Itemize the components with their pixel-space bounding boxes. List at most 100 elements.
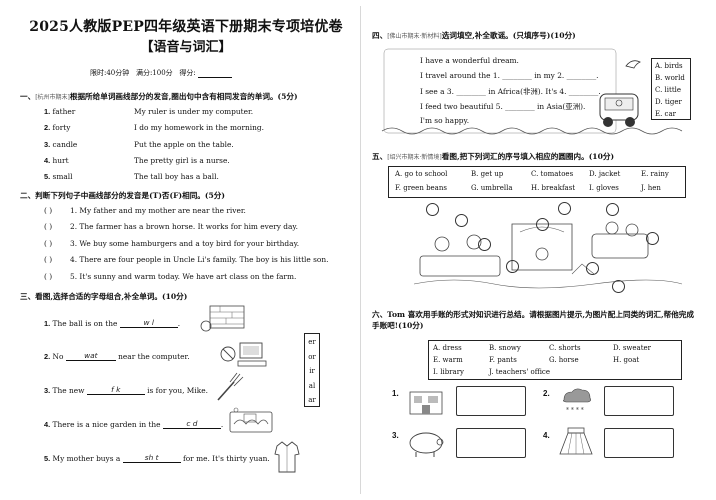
answer-circle[interactable]: [536, 218, 549, 231]
word-options-box: A. birds B. world C. little D. tiger E. …: [651, 58, 691, 120]
option: G. horse: [549, 356, 579, 364]
sec3-heading: 三、看图,选择合适的字母组合,补全单词。(10分): [20, 292, 188, 301]
car-icon: [596, 86, 642, 130]
sec4-heading: 四、[佛山市期末·新材料]选词填空,补全歌谣。(只填序号)(10分): [372, 31, 576, 40]
sec1-sentence[interactable]: Put the apple on the table.: [134, 140, 234, 149]
fill-blank[interactable]: c d: [162, 419, 221, 429]
score-label: 得分:: [179, 69, 196, 77]
option: I. library: [433, 368, 464, 376]
letter-option: ir: [309, 367, 315, 376]
answer-circle[interactable]: [586, 262, 599, 275]
option: B. get up: [471, 170, 504, 178]
letter-option: er: [308, 338, 316, 346]
option: J. hen: [641, 184, 661, 192]
answer-box[interactable]: [456, 386, 526, 416]
option: G. umbrella: [471, 184, 513, 192]
option: H. breakfast: [531, 184, 576, 192]
answer-circle[interactable]: [506, 260, 519, 273]
sec2-item[interactable]: ( )5. It's sunny and warm today. We have…: [44, 272, 297, 281]
bird-icon: [624, 58, 642, 70]
word-option: A. birds: [655, 62, 683, 70]
fill-blank[interactable]: w l: [119, 318, 178, 328]
item-number: 2.: [543, 389, 550, 398]
exam-meta: 限时:40分钟 满分:100分 得分:: [90, 68, 232, 78]
sec1-sentence[interactable]: The tall boy has a ball.: [134, 172, 219, 181]
sec3-item: 3. The new f k is for you, Mike.: [44, 385, 208, 395]
answer-circle[interactable]: [558, 202, 571, 215]
sec2-item[interactable]: ( )1. My father and my mother are near t…: [44, 206, 246, 215]
fill-blank[interactable]: f k: [86, 385, 145, 395]
song-border: [381, 48, 683, 135]
answer-circle[interactable]: [646, 232, 659, 245]
letter-option: or: [308, 352, 316, 361]
word-option: E. car: [655, 110, 676, 118]
option: A. go to school: [395, 170, 448, 178]
option: B. snowy: [489, 344, 521, 352]
song-line[interactable]: I travel around the 1. ________ in my 2.…: [420, 71, 599, 80]
answer-circle[interactable]: [426, 203, 439, 216]
option: I. gloves: [589, 184, 619, 192]
letter-options-box: er or ir al ar: [304, 333, 320, 407]
song-line[interactable]: I feed two beautiful 5. ________ in Asia…: [420, 102, 586, 111]
sec1-sentence[interactable]: I do my homework in the morning.: [134, 123, 264, 132]
option: H. goat: [613, 356, 640, 364]
sec3-item: 4. There is a nice garden in the c d.: [44, 419, 224, 429]
fork-icon: [212, 372, 246, 404]
option: E. warm: [433, 356, 463, 364]
yard-picture-icon: [228, 406, 274, 434]
song-line: I have a wonderful dream.: [420, 56, 519, 65]
sec2-item[interactable]: ( )3. We buy some hamburgers and a toy b…: [44, 239, 300, 248]
option: F. green beans: [395, 184, 447, 192]
sec1-tag: [杭州市期末]: [35, 94, 70, 101]
sec5-tag: [绍兴市期末·新情境]: [387, 154, 442, 161]
option: C. tomatoes: [531, 170, 574, 178]
target-word: forty: [52, 123, 71, 132]
sec2-item[interactable]: ( )2. The farmer has a brown horse. It w…: [44, 222, 298, 231]
word-option: C. little: [655, 86, 682, 94]
letter-option: ar: [308, 396, 316, 405]
sec1-row: 5. small: [44, 172, 73, 181]
option: F. pants: [489, 356, 517, 364]
snow-cloud-icon: * * * *: [556, 386, 596, 416]
answer-box[interactable]: [456, 428, 526, 458]
word-option: B. world: [655, 74, 685, 82]
answer-circle[interactable]: [606, 203, 619, 216]
sec3-item: 1. The ball is on the w l.: [44, 318, 181, 328]
answer-circle[interactable]: [455, 214, 468, 227]
sec1-row: 2. forty: [44, 123, 71, 132]
wall-picture-icon: [200, 304, 248, 332]
sec1-heading: 一、[杭州市期末]根据所给单词画线部分的发音,圈出句中含有相同发音的单词。(5分…: [20, 92, 298, 101]
sec6-options-box: A. dress B. snowy C. shorts D. sweater E…: [428, 340, 682, 380]
target-word: father: [52, 107, 76, 116]
song-line[interactable]: I see a 3. ________ in Africa(非洲). It's …: [420, 87, 601, 96]
sec5-heading: 五、[绍兴市期末·新情境]看图,把下列词汇的序号填入相应的圆圈内。(10分): [372, 152, 615, 161]
option: A. dress: [433, 344, 462, 352]
target-word: candle: [52, 140, 78, 149]
sec2-item[interactable]: ( )4. There are four people in Uncle Li'…: [44, 255, 329, 264]
answer-box[interactable]: [604, 428, 674, 458]
answer-circle[interactable]: [612, 280, 625, 293]
letter-option: al: [308, 381, 316, 390]
sec4-tag: [佛山市期末·新材料]: [387, 33, 442, 40]
skirt-icon: [556, 426, 596, 458]
sec1-row: 4. hurt: [44, 156, 69, 165]
sec1-sentence[interactable]: My ruler is under my computer.: [134, 107, 254, 116]
sec1-sentence[interactable]: The pretty girl is a nurse.: [134, 156, 230, 165]
option: D. sweater: [613, 344, 652, 352]
song-panel: [380, 45, 696, 135]
fill-blank[interactable]: wat: [65, 351, 116, 361]
sec5-options-box: A. go to school B. get up C. tomatoes D.…: [388, 166, 686, 198]
target-word: small: [52, 172, 73, 181]
sec2-heading: 二、判断下列句子中画线部分的发音是(T)否(F)相同。(5分): [20, 191, 225, 200]
family-scene-illustration: [412, 204, 682, 296]
page-title: 2025人教版PEP四年级英语下册期末专项培优卷: [29, 19, 343, 35]
option: J. teachers' office: [489, 368, 550, 376]
full-score: 满分:100分: [135, 69, 173, 77]
answer-box[interactable]: [604, 386, 674, 416]
fill-blank[interactable]: sh t: [122, 453, 181, 463]
svg-text:* * * *: * * * *: [566, 407, 584, 414]
score-blank[interactable]: [197, 77, 232, 78]
sec1-row: 1. father: [44, 107, 76, 116]
item-number: 1.: [392, 389, 399, 398]
answer-circle[interactable]: [478, 238, 491, 251]
